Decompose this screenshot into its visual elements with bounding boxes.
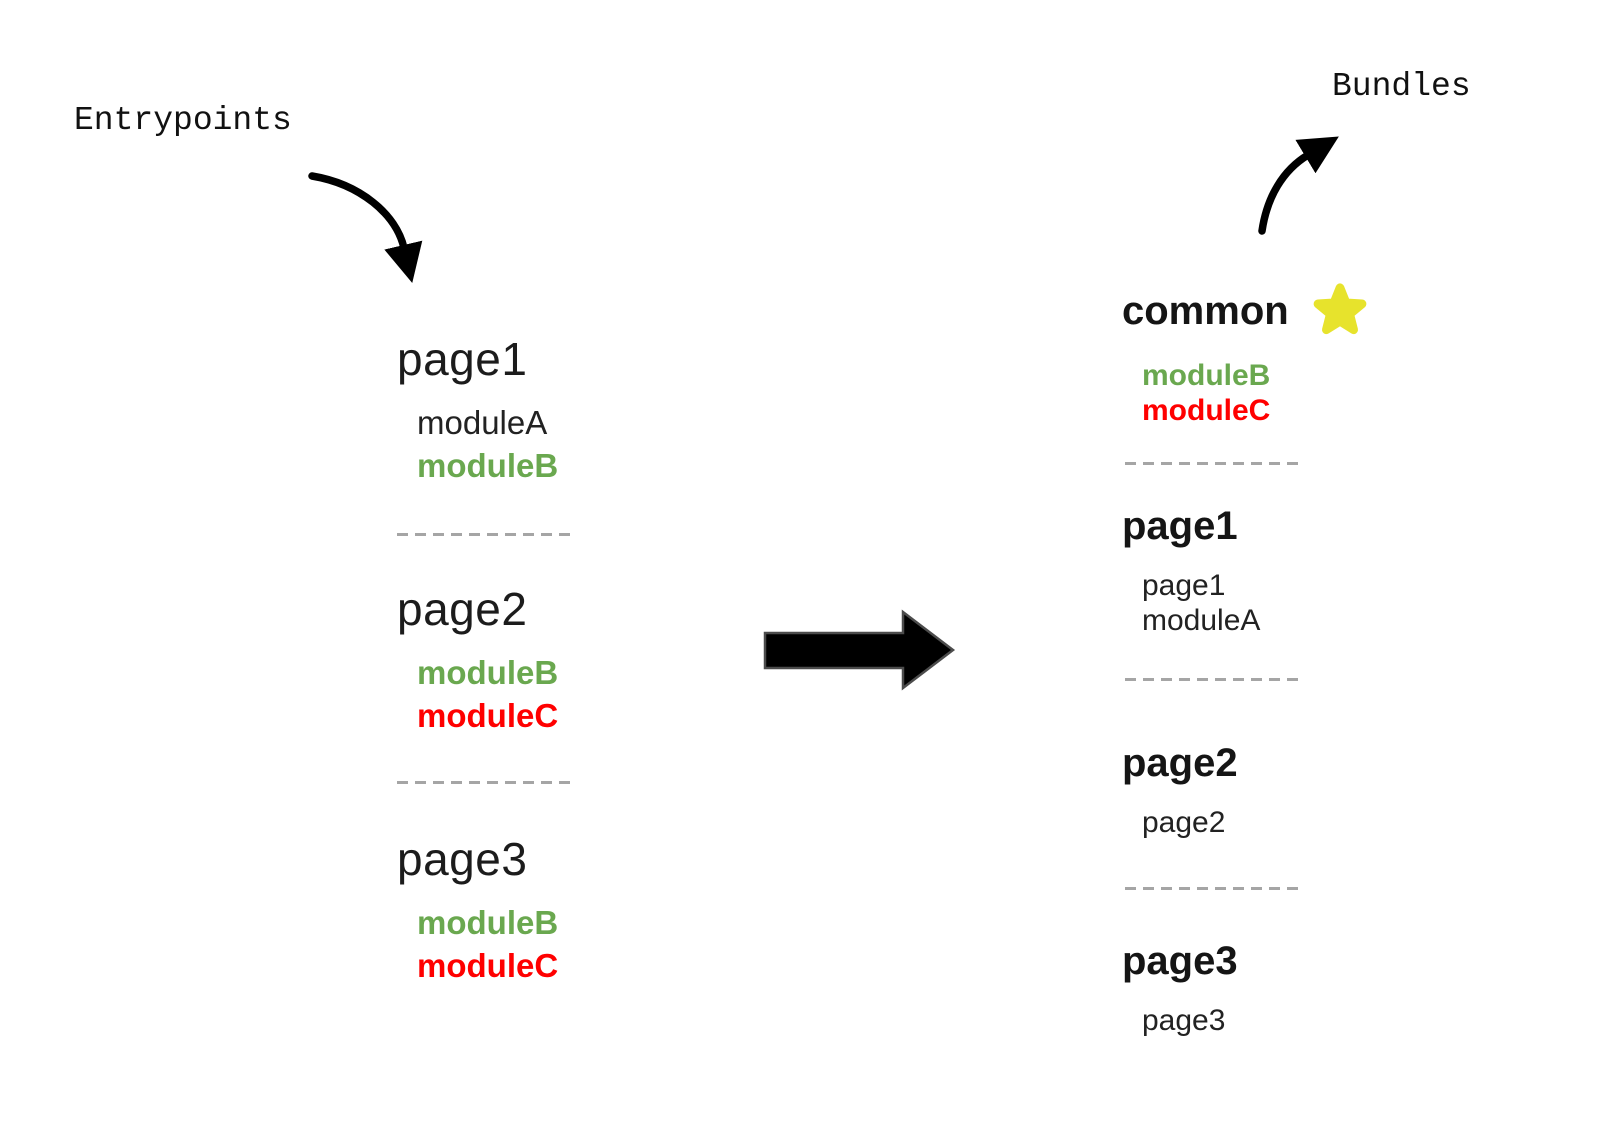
bundle-section-page1: page1 page1 moduleA <box>1122 502 1260 638</box>
entry-section-page2: page2 moduleB moduleC <box>397 582 558 737</box>
module-item: moduleC <box>417 947 559 984</box>
module-item: moduleB <box>417 447 559 484</box>
module-item: moduleC <box>1142 394 1271 427</box>
bundle-section-page3: page3 page3 <box>1122 937 1238 1038</box>
transform-arrow-icon <box>763 609 956 691</box>
dashed-divider <box>397 781 573 784</box>
module-item: moduleB <box>417 904 559 941</box>
dashed-divider <box>1125 462 1301 465</box>
entrypoints-curved-arrow-icon <box>308 172 423 284</box>
entry-module-list: moduleA moduleB <box>417 401 558 487</box>
bundle-module-list: page2 <box>1142 805 1238 840</box>
entry-module-list: moduleB moduleC <box>417 651 558 737</box>
entry-module-list: moduleB moduleC <box>417 901 558 987</box>
module-item: moduleA <box>417 404 548 441</box>
bundle-section-title: common <box>1122 289 1289 333</box>
entry-section-page3: page3 moduleB moduleC <box>397 832 558 987</box>
entry-section-page1: page1 moduleA moduleB <box>397 332 558 487</box>
bundle-module-list: page3 <box>1142 1003 1238 1038</box>
dashed-divider <box>1125 887 1301 890</box>
dashed-divider <box>397 533 573 536</box>
module-item: moduleB <box>417 654 559 691</box>
bundle-module-list: moduleB moduleC <box>1142 358 1369 428</box>
module-item: moduleB <box>1142 359 1271 392</box>
module-item: page3 <box>1142 1004 1226 1037</box>
module-item: page1 <box>1142 569 1226 602</box>
bundle-section-title: page2 <box>1122 741 1238 785</box>
bundle-module-list: page1 moduleA <box>1142 568 1260 638</box>
module-item: moduleC <box>417 697 559 734</box>
dashed-divider <box>1125 678 1301 681</box>
module-item: page2 <box>1142 806 1226 839</box>
bundle-section-title: page1 <box>1122 504 1238 548</box>
entry-section-title: page2 <box>397 583 528 635</box>
bundle-section-title: page3 <box>1122 939 1238 983</box>
module-item: moduleA <box>1142 604 1261 637</box>
bundles-label: Bundles <box>1332 68 1471 105</box>
star-icon <box>1313 283 1367 335</box>
entry-section-title: page3 <box>397 833 528 885</box>
entrypoints-label: Entrypoints <box>74 102 292 139</box>
bundle-section-page2: page2 page2 <box>1122 739 1238 840</box>
bundles-curved-arrow-icon <box>1258 136 1339 235</box>
bundle-section-common: common moduleB moduleC <box>1122 282 1369 428</box>
entry-section-title: page1 <box>397 333 528 385</box>
